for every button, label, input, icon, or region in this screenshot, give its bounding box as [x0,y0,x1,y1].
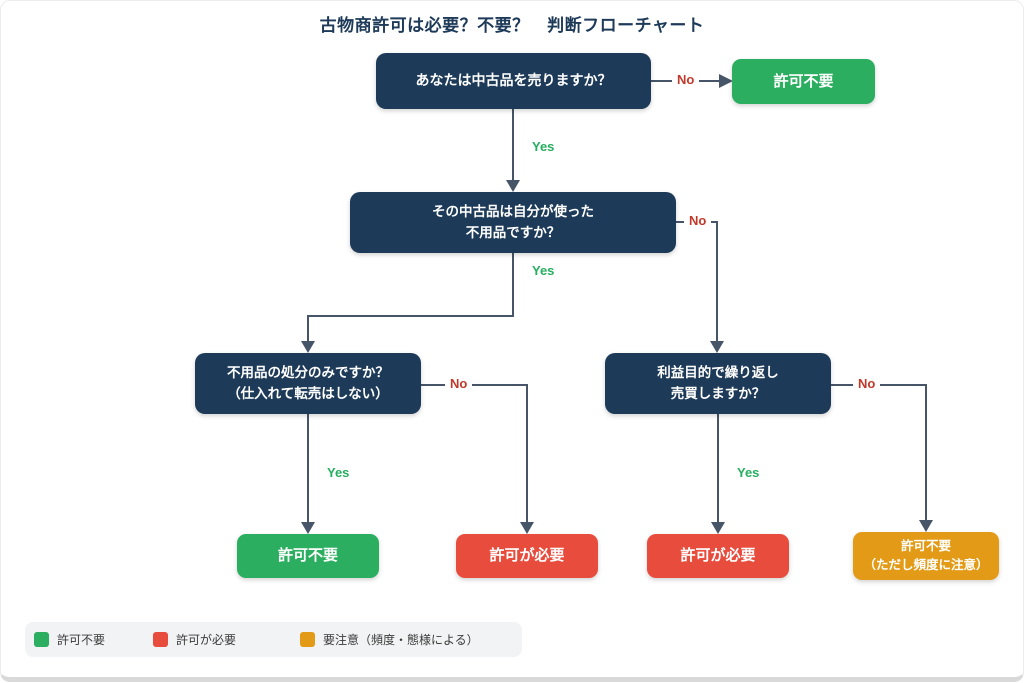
question-disposal-only: 不用品の処分のみですか？ （仕入れて転売はしない） [195,353,421,414]
result-no-permit-top: 許可不要 [732,59,875,104]
page-title: 古物商許可は必要？不要？ 判断フローチャート [319,16,705,35]
legend: 許可不要 許可が必要 要注意（頻度・態様による） [25,622,522,657]
legend-swatch-orange [300,632,316,647]
edge-label-no-2: No [684,213,712,228]
result-no-permit-caution: 許可不要 （ただし頻度に注意） [853,532,999,580]
legend-item-permit-needed: 許可が必要 [153,631,236,648]
result-permit-needed-right: 許可が必要 [647,534,789,578]
edge-label-yes-1: Yes [532,139,555,154]
legend-label: 要注意（頻度・態様による） [323,633,479,647]
edge-label-yes-2: Yes [532,263,555,278]
legend-item-no-permit: 許可不要 [34,631,105,648]
legend-label: 許可が必要 [176,633,237,647]
question-repeat-for-profit: 利益目的で繰り返し 売買しますか？ [605,353,831,414]
legend-item-caution: 要注意（頻度・態様による） [300,631,479,648]
question-sell-used-goods: あなたは中古品を売りますか？ [376,53,651,109]
edge-label-no-1: No [672,72,700,87]
edge-label-yes-4: Yes [737,465,760,480]
result-permit-needed-left: 許可が必要 [456,534,598,578]
edge-label-yes-3: Yes [327,465,350,480]
legend-label: 許可不要 [57,633,106,647]
legend-swatch-green [34,632,49,647]
legend-swatch-red [153,632,169,647]
edge-label-no-4: No [853,376,881,391]
edge-label-no-3: No [445,376,473,391]
question-own-unused-items: その中古品は自分が使った 不用品ですか？ [350,192,676,253]
result-no-permit-left: 許可不要 [237,534,379,578]
